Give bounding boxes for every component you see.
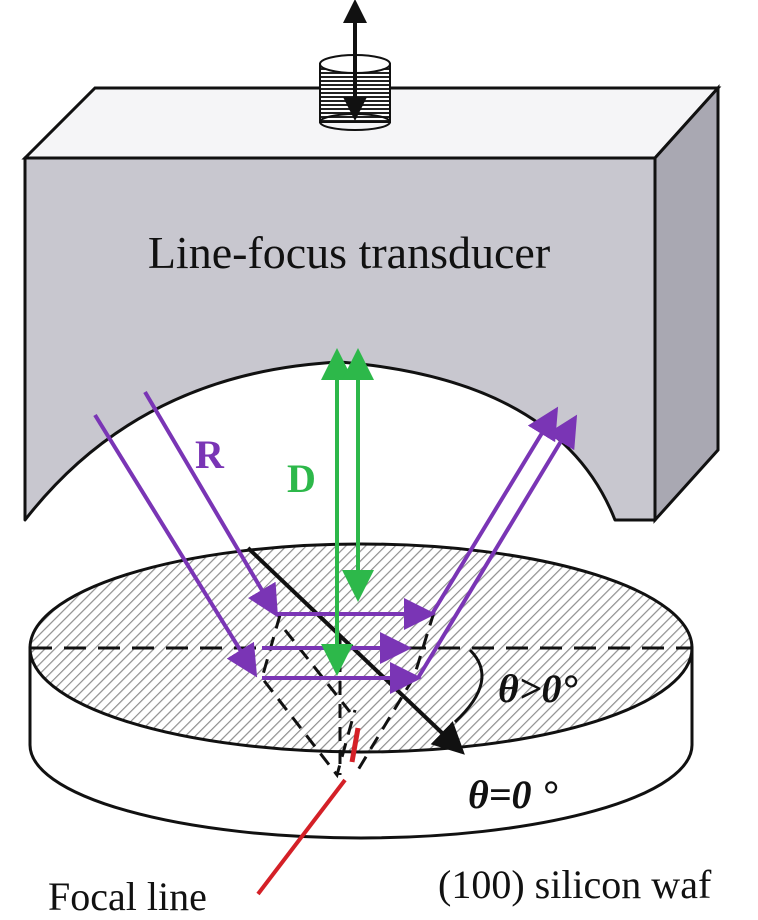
motor-cylinder-icon: [319, 0, 391, 131]
focal-line-pointer: [256, 778, 347, 896]
wafer-label: (100) silicon waf: [438, 862, 712, 907]
theta-angle-arc: [453, 648, 484, 724]
direct-rays: [321, 348, 374, 676]
transducer-side-face: [653, 84, 720, 524]
theta-positive-label: θ>0°: [498, 666, 578, 711]
focal-line-segment: [349, 727, 361, 763]
reflected-rays: [93, 390, 578, 694]
focal-line-label: Focal line: [48, 874, 207, 919]
transducer-front-face: [23, 156, 657, 522]
direct-label: D: [287, 456, 316, 501]
transducer: Line-focus transducer: [21, 84, 722, 524]
transducer-label: Line-focus transducer: [148, 227, 550, 278]
silicon-wafer: [28, 542, 694, 840]
reflected-label: R: [195, 432, 225, 477]
theta-zero-label: θ=0 °: [468, 772, 558, 817]
